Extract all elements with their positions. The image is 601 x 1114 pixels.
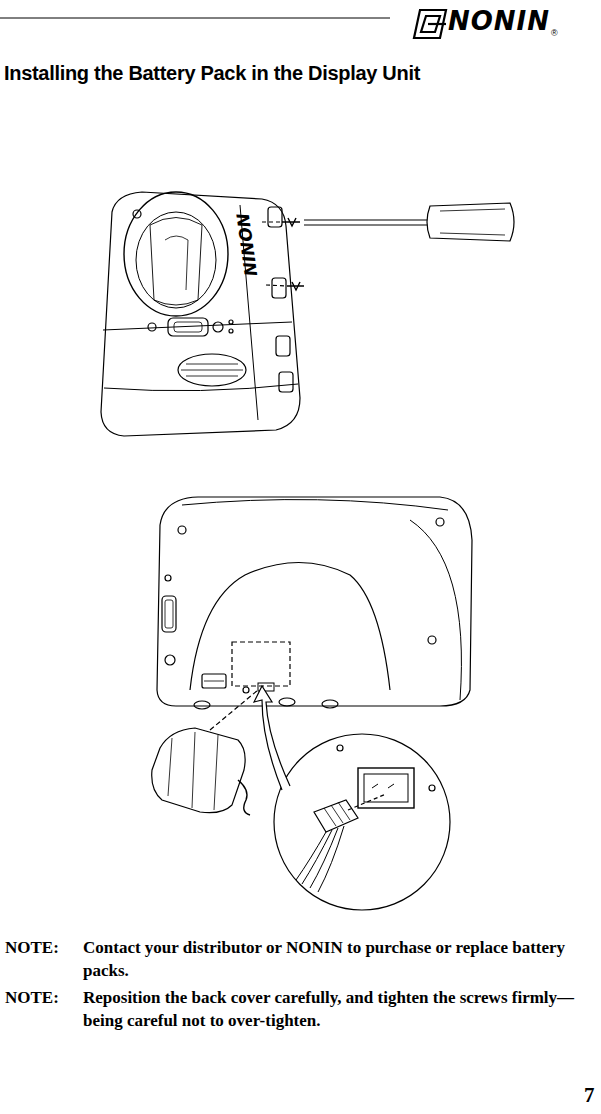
display-unit-back — [157, 497, 472, 709]
registered-mark: ® — [551, 28, 558, 38]
display-unit-front — [101, 192, 514, 436]
note-label: NOTE: — [5, 988, 59, 1008]
note-label: NOTE: — [5, 938, 59, 958]
note-text: Contact your distributor or NONIN to pur… — [83, 936, 595, 982]
page-title: Installing the Battery Pack in the Displ… — [4, 62, 420, 85]
logo-text: NONIN — [448, 6, 550, 36]
header-rule — [0, 18, 390, 19]
logo-mark — [414, 10, 446, 38]
battery-pack — [152, 690, 258, 815]
page-number: 7 — [584, 1083, 595, 1108]
note-text: Reposition the back cover carefully, and… — [83, 986, 595, 1032]
connector-detail — [254, 686, 450, 910]
